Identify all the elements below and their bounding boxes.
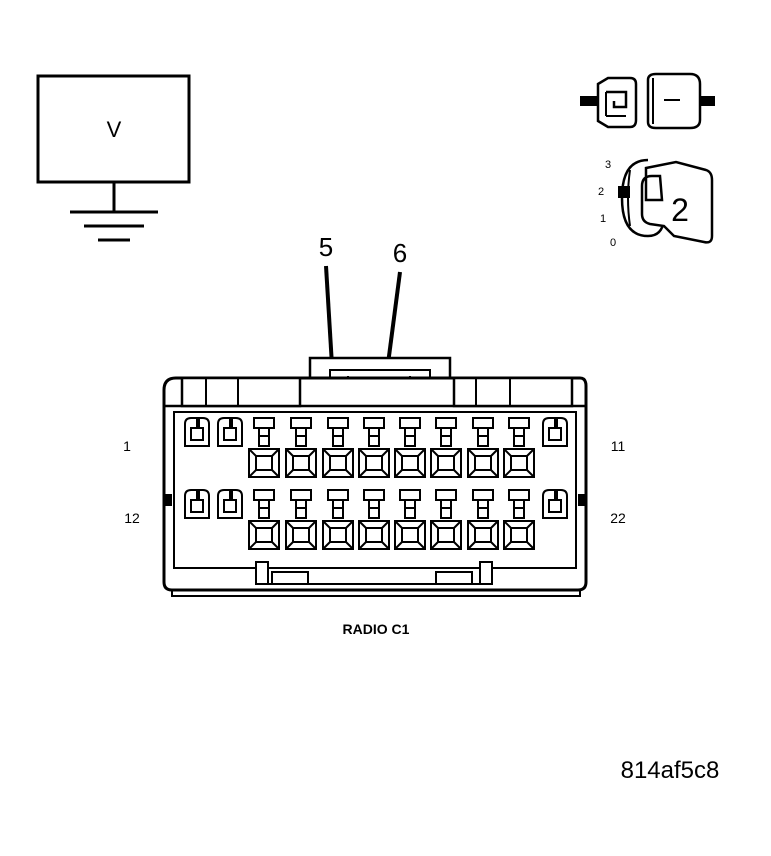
pin-cavity-row1-7: [467, 448, 499, 478]
pin-terminal-row1-4: [363, 417, 385, 447]
pin-terminal-row2-8: [508, 489, 530, 519]
pin-terminal-row1-7: [472, 417, 494, 447]
pin-latch-left-row1: [184, 417, 210, 447]
pin-cavity-row1-8: [503, 448, 535, 478]
pin-terminal-row2-6: [435, 489, 457, 519]
pin-latch-left-row2: [184, 489, 210, 519]
ignition-selected-position: 2: [671, 192, 689, 228]
pin-cavity-row1-3: [322, 448, 354, 478]
callout-6: 6: [393, 238, 407, 268]
ignition-position-3: 3: [605, 159, 611, 171]
pin-terminal-row1-6: [435, 417, 457, 447]
pin-cavity-row2-7: [467, 520, 499, 550]
pin-terminal-row2-1: [253, 489, 275, 519]
pin-terminal-row2-7: [472, 489, 494, 519]
ignition-position-1: 1: [600, 213, 606, 225]
ignition-switch-icon: 3 2 1 0 2: [598, 158, 714, 249]
pin-cavity-row2-5: [394, 520, 426, 550]
pin-terminal-row2-5: [399, 489, 421, 519]
pin-cavity-row1-1: [248, 448, 280, 478]
pin-latch-right-row1: [542, 417, 568, 447]
pin-cavity-row2-3: [322, 520, 354, 550]
connector-pin-cavities: [184, 417, 568, 550]
voltmeter-box: [36, 74, 191, 184]
pin-cavity-row1-4: [358, 448, 390, 478]
callout-5: 5: [319, 232, 333, 262]
pin-label-11: 11: [611, 438, 626, 454]
figure-id: 814af5c8: [621, 757, 720, 784]
voltmeter-symbol: V: [107, 117, 122, 142]
pin-latch-right-row2: [542, 489, 568, 519]
pin-terminal-row1-3: [327, 417, 349, 447]
ignition-position-0: 0: [610, 237, 616, 249]
pin-cavity-row1-5: [394, 448, 426, 478]
pin-label-12: 12: [124, 510, 140, 526]
voltmeter: V: [36, 74, 191, 242]
pin-label-1: 1: [123, 438, 131, 454]
pin-cavity-row2-1: [248, 520, 280, 550]
pin-cavity-row2-4: [358, 520, 390, 550]
pin-terminal-row2-2: [290, 489, 312, 519]
pin-terminal-row1-5: [399, 417, 421, 447]
pin-cavity-row2-2: [285, 520, 317, 550]
pin-cavity-row2-8: [503, 520, 535, 550]
pin-terminal-row1-1: [253, 417, 275, 447]
pin-latch-left2-row1: [217, 417, 243, 447]
ground-icon: [70, 210, 158, 242]
pin-latch-left2-row2: [217, 489, 243, 519]
pin-terminal-row1-2: [290, 417, 312, 447]
pin-cavity-row1-6: [430, 448, 462, 478]
pin-cavity-row2-6: [430, 520, 462, 550]
pin-label-22: 22: [610, 510, 626, 526]
connector-disconnect-icon: [580, 72, 715, 130]
pin-terminal-row2-4: [363, 489, 385, 519]
pin-terminal-row2-3: [327, 489, 349, 519]
ignition-key-icon: [640, 160, 714, 244]
ignition-position-2: 2: [598, 186, 604, 198]
pin-cavity-row1-2: [285, 448, 317, 478]
connector-name: RADIO C1: [343, 621, 410, 637]
pin-terminal-row1-8: [508, 417, 530, 447]
